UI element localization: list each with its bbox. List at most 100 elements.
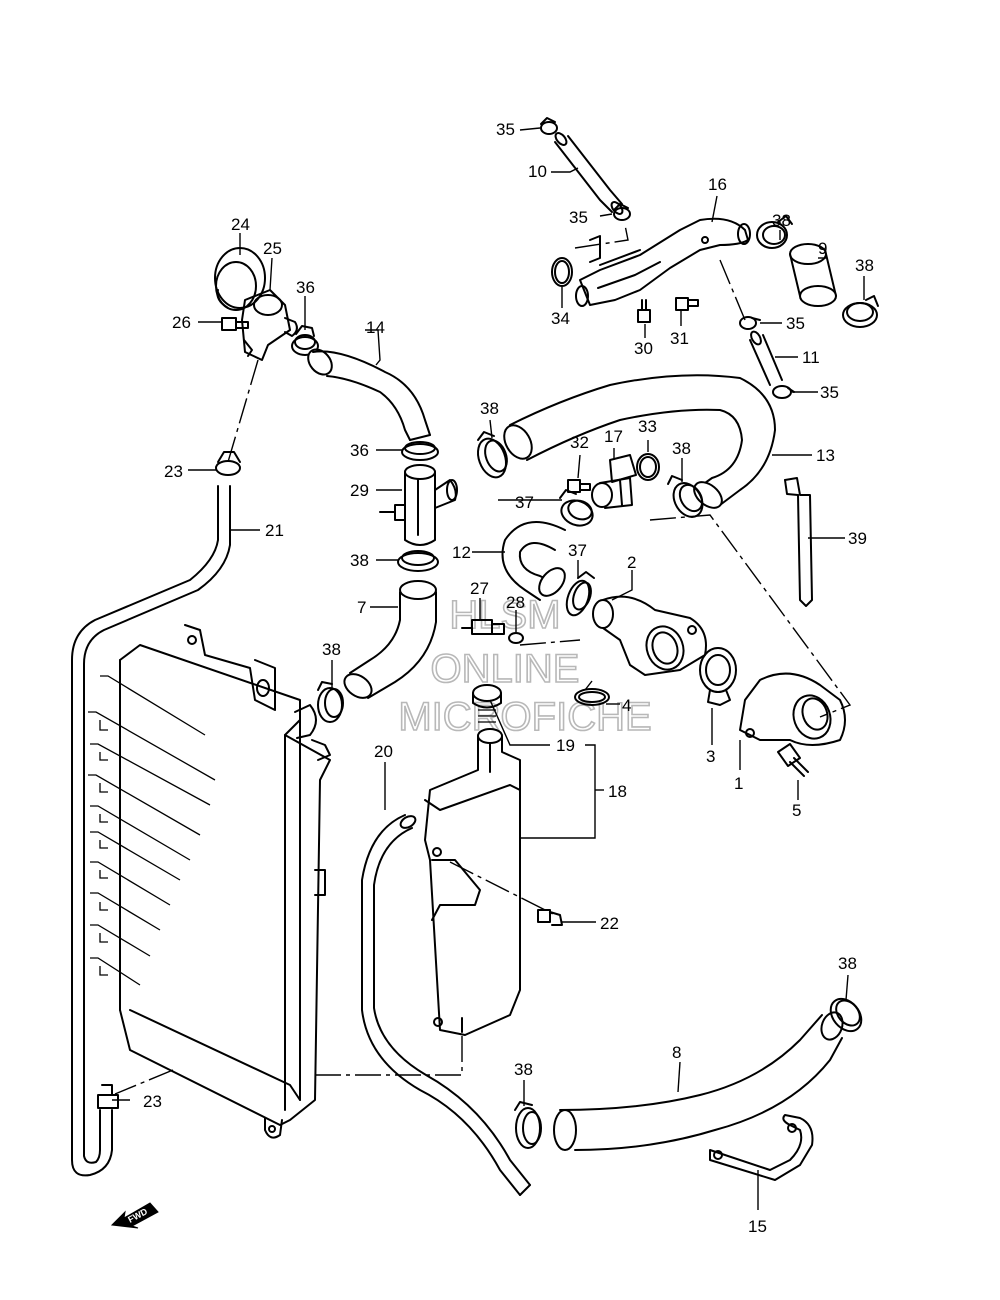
radiator-cap-24 [214, 247, 266, 311]
hose-13 [503, 374, 776, 509]
callout-38: 38 [514, 1060, 533, 1079]
callout-15: 15 [748, 1217, 767, 1236]
clamp-38-left [397, 550, 439, 572]
clamp-37-upper [559, 489, 594, 527]
reservoir-cap-19 [472, 684, 502, 723]
watermark-line-3: MICROFICHE [398, 695, 651, 739]
callout-9: 9 [818, 239, 827, 258]
cable-tie-39 [784, 477, 813, 607]
watermark: HLSM ONLINE MICROFICHE [398, 592, 653, 740]
o-ring-34 [551, 257, 573, 287]
callout-36: 36 [296, 278, 315, 297]
callout-16: 16 [708, 175, 727, 194]
callout-10: 10 [528, 162, 547, 181]
hose-9 [789, 243, 837, 307]
callout-34: 34 [551, 309, 570, 328]
callout-31: 31 [670, 329, 689, 348]
callout-37: 37 [568, 541, 587, 560]
filler-neck-25 [241, 289, 298, 361]
callout-35: 35 [496, 120, 515, 139]
bolt-31 [675, 297, 699, 311]
callout-21: 21 [265, 521, 284, 540]
callout-14: 14 [366, 318, 385, 337]
screw-27 [461, 619, 505, 635]
callout-4: 4 [622, 696, 631, 715]
callout-39: 39 [848, 529, 867, 548]
pipe-16 [575, 217, 751, 307]
sensor-17 [591, 454, 637, 509]
callout-12: 12 [452, 543, 471, 562]
callout-27: 27 [470, 579, 489, 598]
joint-29 [379, 464, 458, 546]
callout-11: 11 [802, 348, 820, 367]
callout-38: 38 [838, 954, 857, 973]
assembly-lines [114, 224, 852, 1095]
clamp-35-mid [613, 203, 631, 221]
hose-7 [343, 580, 437, 699]
callout-2: 2 [627, 553, 636, 572]
hose-21 [71, 485, 231, 1177]
hose-8 [553, 1011, 844, 1151]
callout-30: 30 [634, 339, 653, 358]
callout-3: 3 [706, 747, 715, 766]
callout-38: 38 [672, 439, 691, 458]
bolt-26 [221, 317, 249, 331]
callout-35: 35 [569, 208, 588, 227]
callout-28: 28 [506, 593, 525, 612]
clamp-38-hose8-right [829, 997, 863, 1033]
fwd-direction-arrow: FWD [110, 1202, 159, 1229]
callout-38: 38 [480, 399, 499, 418]
callout-38: 38 [322, 640, 341, 659]
clamp-37-lower [565, 571, 595, 617]
leader-lines [112, 127, 865, 1210]
clamp-36-lower [401, 441, 439, 461]
watermark-line-2: ONLINE [431, 647, 580, 691]
washer-28 [508, 632, 524, 644]
callout-18: 18 [608, 782, 627, 801]
o-ring-33 [636, 453, 660, 481]
clamp-38-hose9-bottom [842, 295, 879, 328]
callout-35: 35 [820, 383, 839, 402]
callout-13: 13 [816, 446, 835, 465]
o-ring-4 [574, 688, 610, 706]
callout-38: 38 [350, 551, 369, 570]
callout-37: 37 [515, 493, 534, 512]
bolt-32 [567, 479, 591, 493]
callout-20: 20 [374, 742, 393, 761]
callout-5: 5 [792, 801, 801, 820]
hose-10 [554, 132, 624, 215]
hose-12 [501, 521, 566, 601]
bracket-15 [709, 1114, 814, 1181]
thermostat-housing-2 [592, 595, 707, 676]
hose-11 [749, 330, 783, 386]
callout-1: 1 [734, 774, 743, 793]
clamp-35-top [540, 117, 558, 135]
callout-24: 24 [231, 215, 250, 234]
thermostat-cap-1 [739, 672, 846, 746]
clamp-23-top [215, 451, 241, 476]
clamp-38-hose9-top [756, 215, 793, 249]
callout-26: 26 [172, 313, 191, 332]
clamp-38-hose13-left [476, 431, 508, 479]
callout-38: 38 [855, 256, 874, 275]
callout-17: 17 [604, 427, 623, 446]
clamp-38-hose8-left [514, 1101, 542, 1149]
callout-36: 36 [350, 441, 369, 460]
callout-23: 23 [164, 462, 183, 481]
clamp-23-bottom [97, 1084, 119, 1109]
bolt-30 [637, 299, 651, 323]
callout-32: 32 [570, 433, 589, 452]
hose-20 [361, 814, 531, 1196]
bolt-5 [777, 743, 809, 777]
callout-35: 35 [786, 314, 805, 333]
callout-7: 7 [357, 598, 366, 617]
callout-38: 38 [772, 211, 791, 230]
radiator [88, 624, 331, 1139]
callout-23: 23 [143, 1092, 162, 1111]
callout-8: 8 [672, 1043, 681, 1062]
clamp-35-11-bottom [772, 385, 795, 399]
clamp-36-top [291, 325, 319, 356]
callout-19: 19 [556, 736, 575, 755]
callout-25: 25 [263, 239, 282, 258]
